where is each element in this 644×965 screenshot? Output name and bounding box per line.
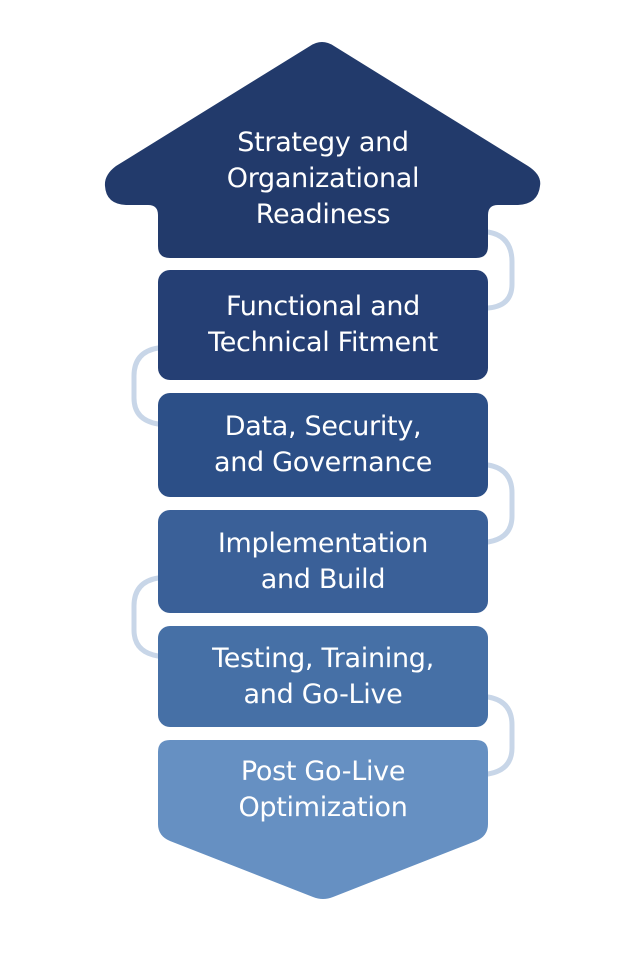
stage-2-label: Functional and Technical Fitment [208, 291, 438, 358]
connector-1-2 [485, 229, 515, 311]
stage-1-shape-up-arrow [104, 42, 541, 258]
connector-5-6 [485, 694, 515, 777]
stage-1-label: Strategy and Organizational Readiness [226, 127, 420, 230]
stage-3-box [158, 393, 488, 497]
stage-6-label: Post Go-Live Optimization [238, 756, 408, 823]
stage-5-box [158, 626, 488, 727]
stage-5-label: Testing, Training, and Go-Live [212, 642, 434, 710]
stage-4-box [158, 510, 488, 613]
connector-4-5 [131, 575, 161, 659]
connector-2-3 [131, 345, 161, 427]
stage-2-box [158, 270, 488, 380]
stage-4-label: Implementation and Build [217, 527, 429, 595]
stage-3-label: Data, Security, and Governance [213, 411, 433, 478]
stage-6-shape-down-arrow [158, 740, 488, 899]
connector-3-4 [485, 462, 515, 545]
